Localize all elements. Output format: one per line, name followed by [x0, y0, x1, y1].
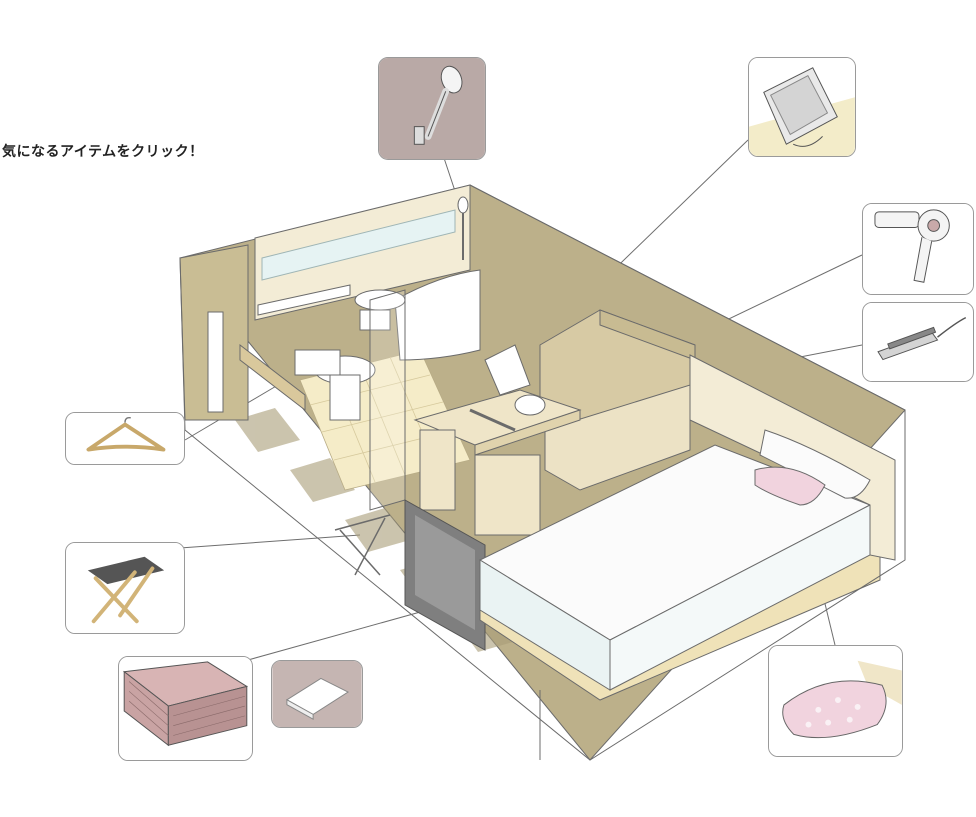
hanger-icon — [67, 413, 183, 464]
luggage-rack-icon — [66, 543, 184, 633]
hair-iron-icon — [863, 303, 973, 381]
mattress-icon — [119, 657, 252, 760]
hair-dryer-thumbnail[interactable] — [862, 203, 974, 295]
shower-head-icon — [379, 58, 485, 159]
hair-dryer-icon — [863, 204, 973, 294]
book-stand-icon — [749, 58, 855, 156]
pillow-thumbnail[interactable] — [768, 645, 903, 757]
towel-icon — [272, 661, 362, 727]
shower-head-thumbnail[interactable] — [378, 57, 486, 160]
hair-iron-thumbnail[interactable] — [862, 302, 974, 382]
book-stand-thumbnail[interactable] — [748, 57, 856, 157]
towel-thumbnail[interactable] — [271, 660, 363, 728]
hanger-thumbnail[interactable] — [65, 412, 185, 465]
mattress-thumbnail[interactable] — [118, 656, 253, 761]
instruction-text: 気になるアイテムをクリック！ — [2, 144, 204, 160]
luggage-rack-thumbnail[interactable] — [65, 542, 185, 634]
pillow-icon — [769, 646, 902, 756]
